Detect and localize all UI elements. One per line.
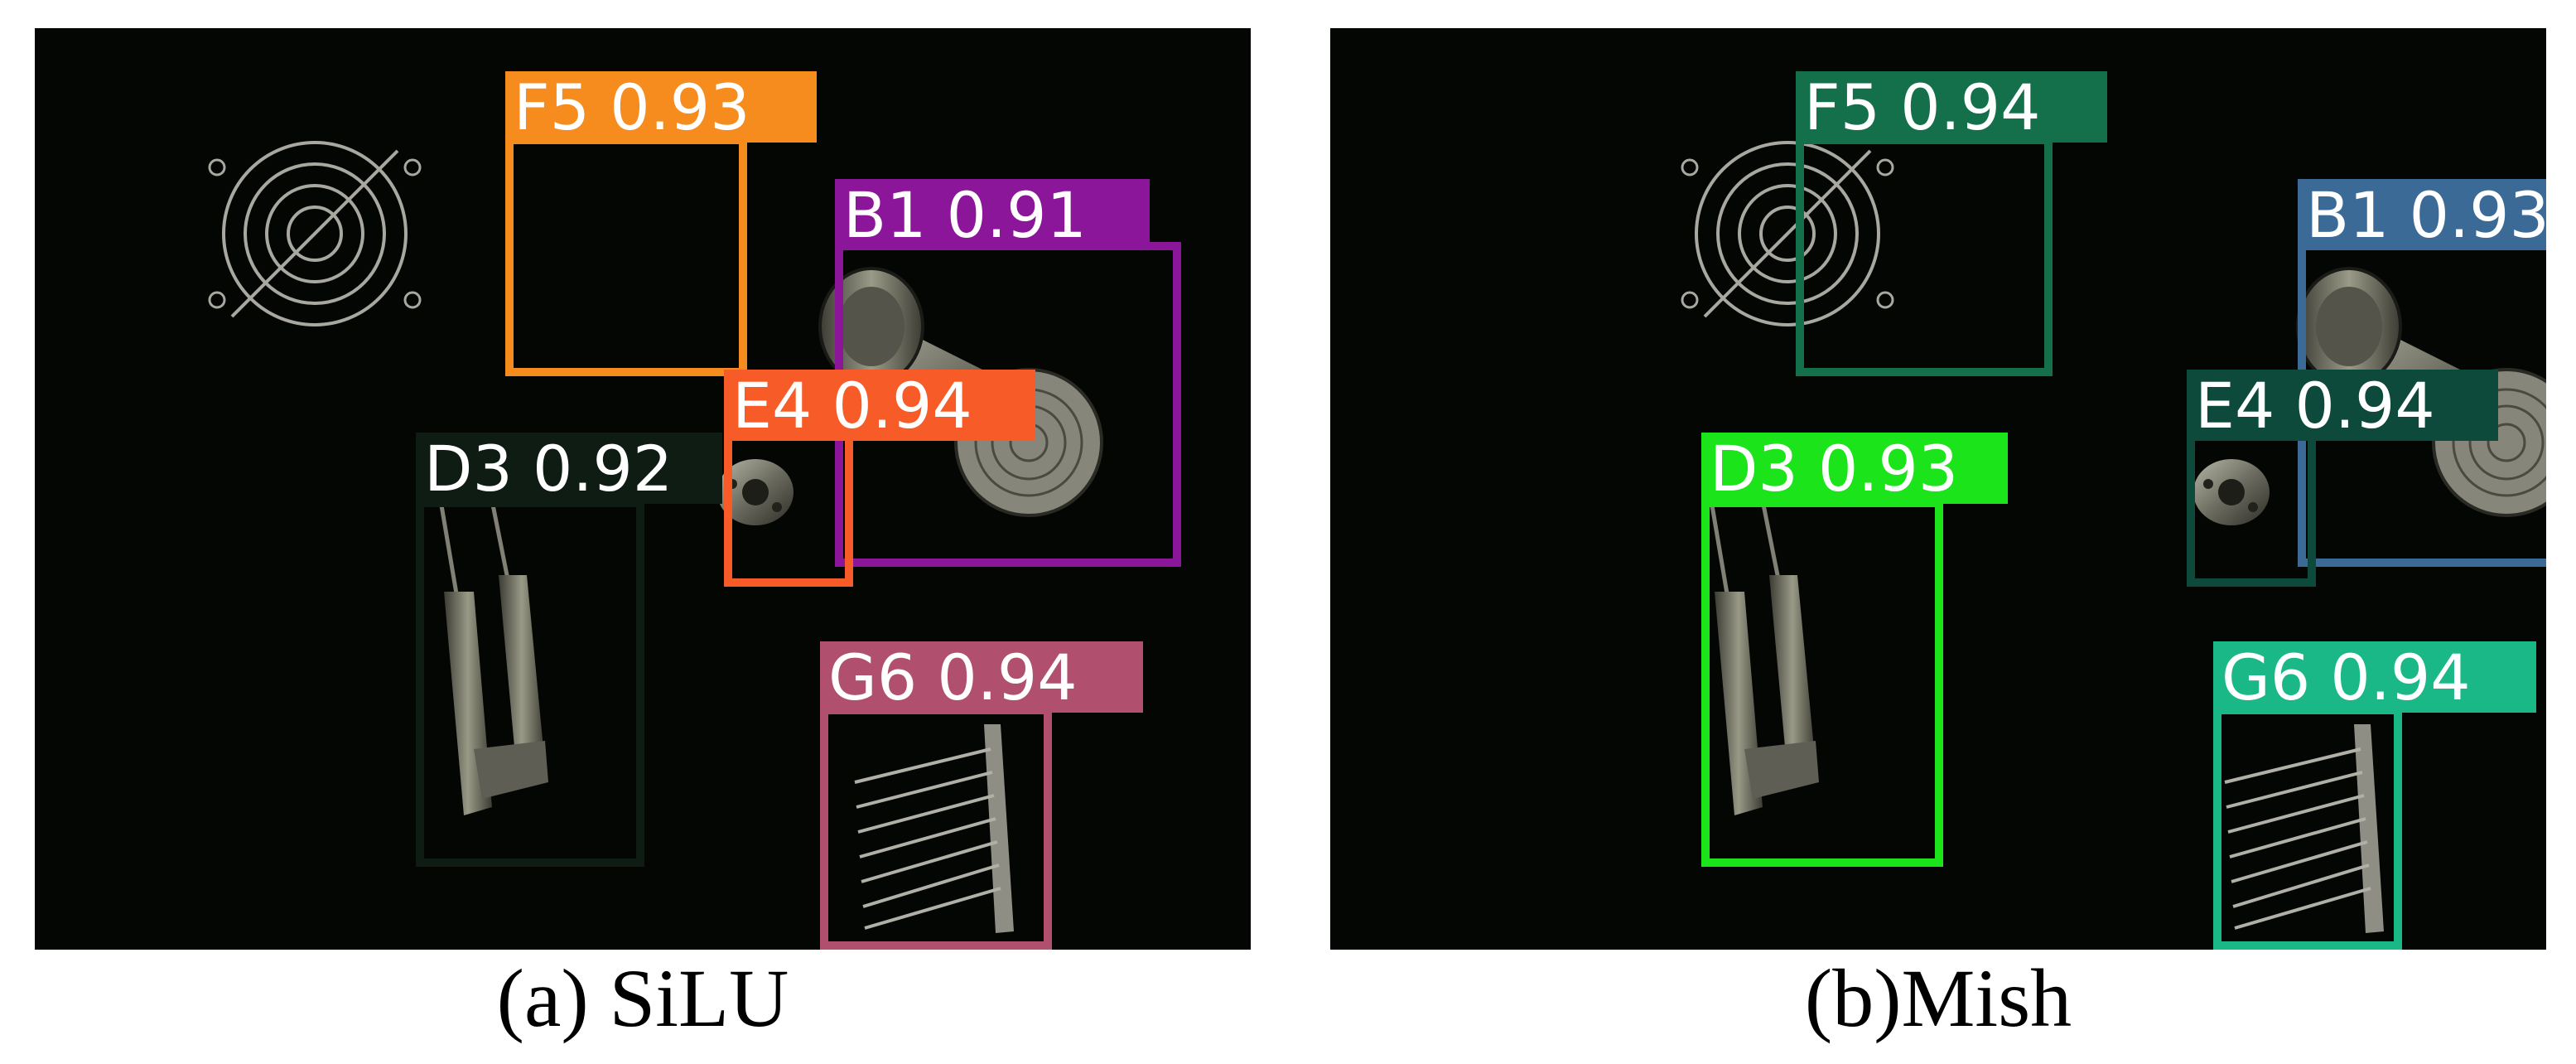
bbox-e4 <box>2187 433 2316 587</box>
label-d3: D3 0.92 <box>416 432 722 505</box>
caption-silu: (a) SiLU <box>496 952 789 1044</box>
label-g6: G6 0.94 <box>820 641 1143 714</box>
confidence-score: 0.94 <box>1900 70 2041 144</box>
caption-mish: (b)Mish <box>1804 952 2072 1044</box>
label-e4: E4 0.94 <box>724 369 1035 443</box>
detection-panel-mish: F5 0.94 B1 0.93 E4 0.94 D3 0.93 G6 0.94 <box>1330 28 2546 950</box>
bbox-d3 <box>416 499 644 867</box>
class-name: D3 <box>1710 432 1798 505</box>
bbox-g6 <box>2213 706 2402 950</box>
label-f5: F5 0.94 <box>1796 70 2107 144</box>
confidence-score: 0.92 <box>533 432 673 505</box>
class-name: F5 <box>1804 70 1881 144</box>
bbox-d3 <box>1701 499 1943 867</box>
class-name: D3 <box>424 432 513 505</box>
class-name: B1 <box>2306 178 2390 252</box>
label-f5: F5 0.93 <box>505 70 817 144</box>
class-name: E4 <box>732 369 813 443</box>
label-b1: B1 0.93 <box>2298 178 2546 252</box>
confidence-score: 0.94 <box>2330 641 2471 714</box>
confidence-score: 0.93 <box>1818 432 1959 505</box>
detection-panel-silu: F5 0.93 B1 0.91 E4 0.94 D3 0.92 G6 0.94 <box>35 28 1251 950</box>
class-name: G6 <box>828 641 918 714</box>
confidence-score: 0.91 <box>946 178 1087 252</box>
confidence-score: 0.94 <box>937 641 1078 714</box>
bbox-e4 <box>724 433 853 587</box>
label-e4: E4 0.94 <box>2187 369 2498 443</box>
class-name: B1 <box>843 178 927 252</box>
bbox-g6 <box>820 706 1052 950</box>
label-d3: D3 0.93 <box>1701 432 2008 505</box>
label-b1: B1 0.91 <box>835 178 1150 252</box>
class-name: E4 <box>2195 369 2275 443</box>
confidence-score: 0.93 <box>2409 178 2546 252</box>
confidence-score: 0.93 <box>610 70 750 144</box>
class-name: F5 <box>514 70 591 144</box>
confidence-score: 0.94 <box>2294 369 2435 443</box>
label-g6: G6 0.94 <box>2213 641 2536 714</box>
class-name: G6 <box>2221 641 2311 714</box>
confidence-score: 0.94 <box>832 369 972 443</box>
bbox-f5 <box>1796 136 2053 376</box>
bbox-f5 <box>505 136 747 376</box>
